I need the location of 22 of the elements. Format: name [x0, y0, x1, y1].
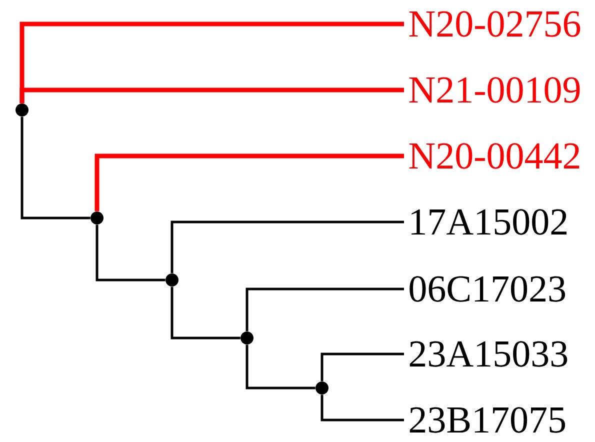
branch-dot — [90, 212, 104, 224]
leaf-label: 23A15033 — [410, 341, 568, 367]
tree-branch — [96, 224, 166, 282]
tree-branch — [170, 286, 240, 340]
tree-branch — [320, 394, 404, 422]
leaf-label: 17A15002 — [412, 209, 567, 235]
leaf-label: N20-02756 — [409, 11, 580, 37]
leaf-label: N21-00109 — [409, 77, 580, 103]
leaf-label: N20-00442 — [409, 143, 580, 169]
tree-branch — [20, 88, 404, 104]
leaf-label: 06C17023 — [410, 276, 566, 302]
branch-dot — [316, 382, 328, 394]
branch-dot — [166, 274, 178, 286]
branch-dot — [240, 332, 254, 344]
tree-branch — [246, 344, 316, 390]
leaf-label: 23B17075 — [410, 407, 566, 433]
tree-branch — [170, 220, 404, 274]
tree-branch — [246, 288, 404, 332]
tree-branch — [20, 116, 90, 220]
tree-branch — [320, 352, 404, 382]
tree-branch — [94, 154, 404, 212]
branch-dot — [16, 104, 28, 116]
